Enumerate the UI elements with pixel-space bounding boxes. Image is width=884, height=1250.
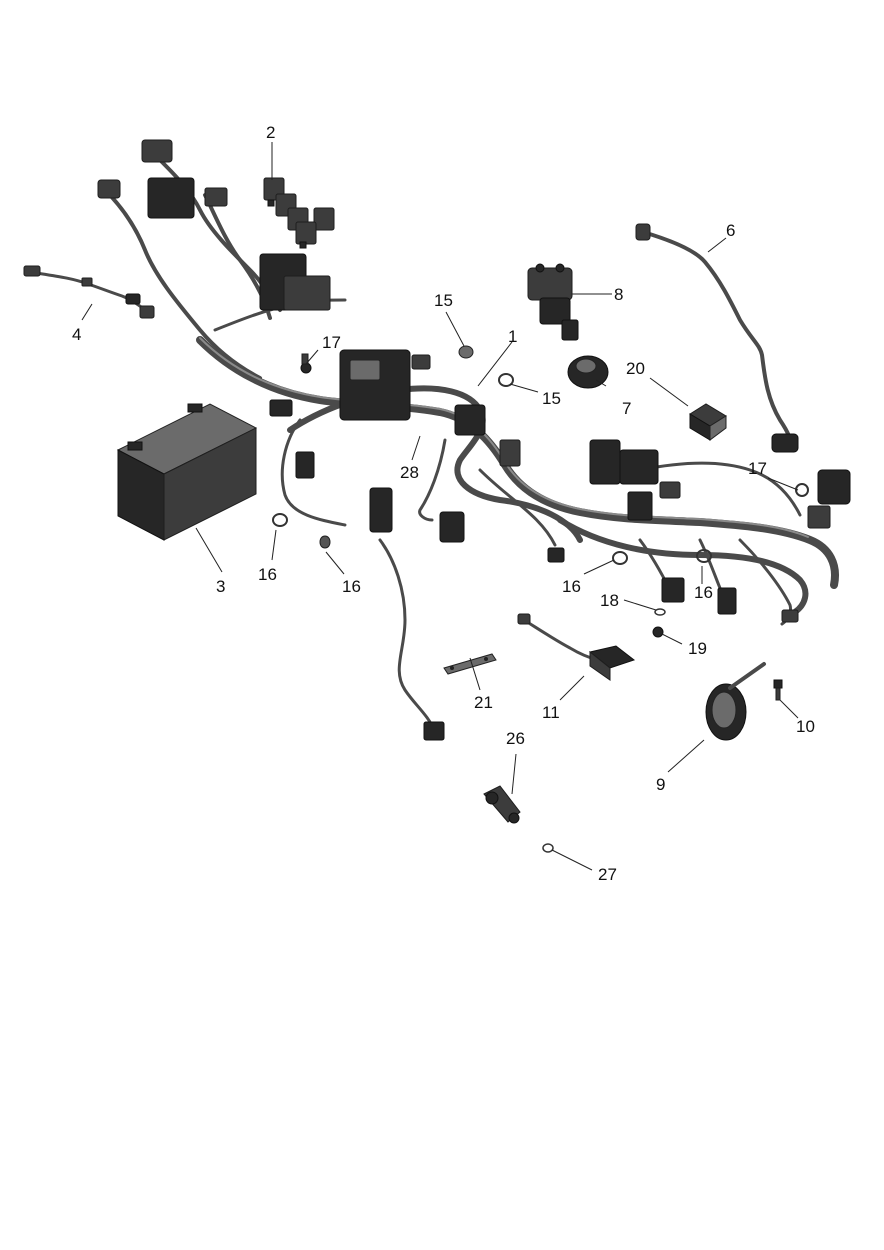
callout-2: 2 <box>266 123 275 142</box>
callout-20: 20 <box>626 359 645 378</box>
horn-part-9[interactable] <box>705 662 766 741</box>
callout-7: 7 <box>622 399 631 418</box>
cable-clip-part-15-right[interactable] <box>498 373 514 387</box>
tie-clip-part-16-d[interactable] <box>696 549 712 563</box>
sensor-part-11[interactable] <box>517 613 636 681</box>
callout-3: 3 <box>216 577 225 596</box>
callout-4: 4 <box>72 325 81 344</box>
rubber-mount-part-7[interactable] <box>567 355 609 389</box>
callout-16-c: 16 <box>562 577 581 596</box>
callout-19: 19 <box>688 639 707 658</box>
callout-9: 9 <box>656 775 665 794</box>
callout-28: 28 <box>400 463 419 482</box>
pressure-switch-part-26[interactable] <box>483 785 521 824</box>
leader-lines <box>81 142 799 871</box>
callout-8: 8 <box>614 285 623 304</box>
battery-part-3[interactable] <box>116 403 258 541</box>
tie-clip-part-16-b[interactable] <box>319 535 331 549</box>
callout-18: 18 <box>600 591 619 610</box>
callout-labels: 1 2 3 4 6 7 8 9 10 11 15 15 16 16 16 16 … <box>72 123 815 884</box>
bolt-part-19[interactable] <box>652 626 664 638</box>
bracket-part-21[interactable] <box>443 653 497 675</box>
starter-solenoid-part-8[interactable] <box>527 263 579 341</box>
p-clip-part-17-left[interactable] <box>300 353 312 374</box>
bolt-part-10[interactable] <box>773 679 783 701</box>
cable-clip-part-15-top[interactable] <box>458 345 474 359</box>
callout-1: 1 <box>508 327 517 346</box>
callout-11: 11 <box>542 703 560 722</box>
callout-16-d: 16 <box>694 583 713 602</box>
callout-17-left: 17 <box>322 333 341 352</box>
washer-part-18[interactable] <box>654 608 666 616</box>
sensor-lead-part-6[interactable] <box>635 223 799 453</box>
sealing-washer-part-27[interactable] <box>542 843 554 853</box>
callout-15-right: 15 <box>542 389 561 408</box>
callout-16-b: 16 <box>342 577 361 596</box>
p-clip-part-17-right[interactable] <box>795 483 809 497</box>
callout-15-top: 15 <box>434 291 453 310</box>
tie-clip-part-16-c[interactable] <box>612 551 628 565</box>
callout-16-a: 16 <box>258 565 277 584</box>
main-wiring-harness-part-1[interactable] <box>97 139 851 741</box>
connector-part-20[interactable] <box>689 403 727 441</box>
tie-clip-part-16-a[interactable] <box>272 513 288 527</box>
callout-10: 10 <box>796 717 815 736</box>
callout-17-right: 17 <box>748 459 767 478</box>
callout-6: 6 <box>726 221 735 240</box>
relays-part-2[interactable] <box>263 177 335 249</box>
callout-26: 26 <box>506 729 525 748</box>
callout-27: 27 <box>598 865 617 884</box>
callout-21: 21 <box>474 693 493 712</box>
sub-harness-part-4[interactable] <box>23 265 155 319</box>
